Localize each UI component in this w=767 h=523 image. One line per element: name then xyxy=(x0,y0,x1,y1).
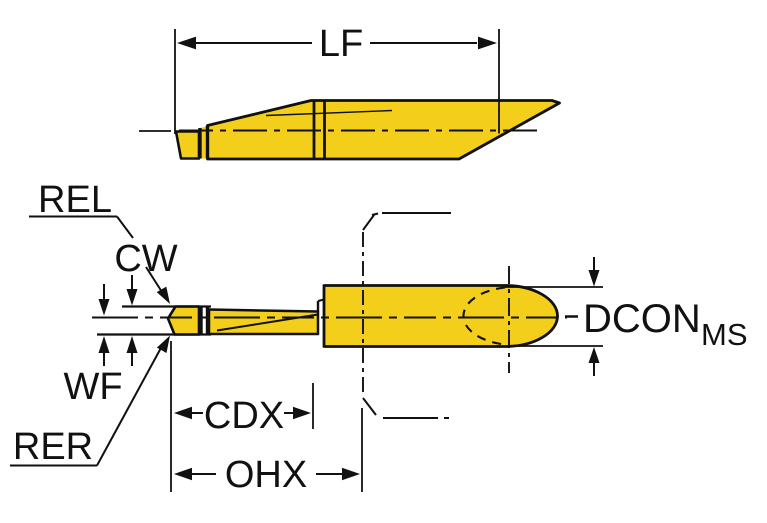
machine-boundary-frame xyxy=(362,212,451,419)
top-view-insert-tip xyxy=(174,130,201,160)
wf-arrow-down xyxy=(98,299,110,316)
rel-leader-arrow xyxy=(156,286,170,304)
label-lf: LF xyxy=(319,23,363,65)
dcon-arrow-up xyxy=(588,347,600,363)
label-rer: RER xyxy=(13,426,93,468)
shank-hidden-arc xyxy=(462,286,506,346)
wf-arrow-up xyxy=(98,336,110,353)
label-rel: REL xyxy=(38,179,112,221)
lf-arrow-left xyxy=(177,36,196,50)
lf-arrow-right xyxy=(478,36,497,50)
dimension-cdx: CDX xyxy=(170,341,314,492)
ohx-arrow-right xyxy=(342,467,360,481)
leader-rel: REL xyxy=(29,179,170,304)
facet-edge xyxy=(265,109,393,117)
rer-leader-arrow xyxy=(156,335,170,353)
front-view xyxy=(92,266,567,373)
frame-top-chamfer xyxy=(362,214,375,231)
leader-rer: RER xyxy=(10,335,170,468)
dimension-ohx: OHX xyxy=(174,408,363,496)
label-cdx: CDX xyxy=(204,395,284,437)
front-view-shank xyxy=(322,284,559,348)
ohx-arrow-left xyxy=(174,467,192,481)
label-cw: CW xyxy=(114,238,177,280)
front-view-cutting-head xyxy=(166,305,201,336)
top-view xyxy=(139,99,561,161)
dimension-cw-wf: CW WF xyxy=(63,238,211,408)
label-ohx: OHX xyxy=(225,454,307,496)
frame-top-dot xyxy=(371,212,379,216)
rer-leader xyxy=(96,345,163,466)
label-dcon: DCON xyxy=(583,297,701,341)
top-view-seat-band xyxy=(200,126,208,159)
front-view-neck xyxy=(207,308,320,336)
label-wf: WF xyxy=(63,366,122,408)
rel-leader-2 xyxy=(145,266,163,293)
cdx-arrow-right xyxy=(293,406,311,420)
label-dcon-subscript: MS xyxy=(701,317,748,352)
dimension-dcon: DCON MS xyxy=(505,257,748,376)
frame-bottom-chamfer xyxy=(362,397,377,416)
cw-arrow-down xyxy=(126,289,138,306)
dimension-lf: LF xyxy=(174,23,500,134)
cdx-arrow-left xyxy=(174,406,192,420)
cw-arrow-up xyxy=(126,336,138,353)
dcon-arrow-down xyxy=(588,270,600,287)
rel-leader-1 xyxy=(116,215,134,239)
